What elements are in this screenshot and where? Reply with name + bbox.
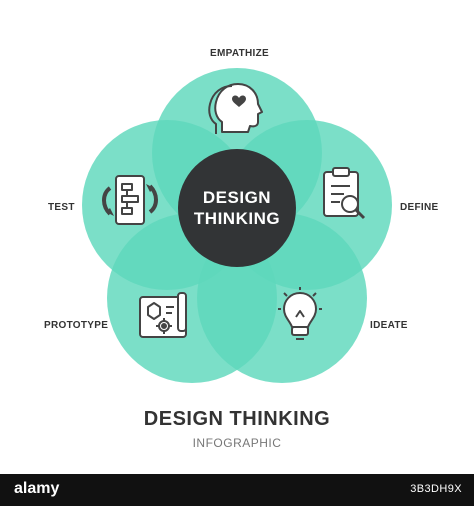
design-thinking-diagram — [82, 68, 392, 383]
watermark-bar: alamy 3B3DH9X — [0, 474, 474, 506]
footer-subtitle: INFOGRAPHIC — [192, 436, 282, 450]
label-empathize: EMPATHIZE — [210, 48, 269, 59]
label-prototype: PROTOTYPE — [44, 320, 109, 331]
flowchart-cycle-icon — [102, 175, 158, 225]
lightbulb-icon — [278, 287, 322, 340]
label-test: TEST — [48, 202, 75, 213]
label-define: DEFINE — [400, 202, 439, 213]
head-heart-icon — [208, 83, 263, 134]
watermark-image-id: 3B3DH9X — [410, 483, 462, 495]
label-ideate: IDEATE — [370, 320, 408, 331]
watermark-logo: alamy — [14, 480, 60, 497]
clipboard-search-icon — [323, 167, 366, 220]
center-title-line2: THINKING — [193, 209, 281, 228]
center-title-line1: DESIGN — [202, 188, 272, 207]
center-circle — [178, 149, 296, 267]
blueprint-gear-icon — [139, 292, 187, 338]
footer-title: DESIGN THINKING — [143, 408, 331, 430]
